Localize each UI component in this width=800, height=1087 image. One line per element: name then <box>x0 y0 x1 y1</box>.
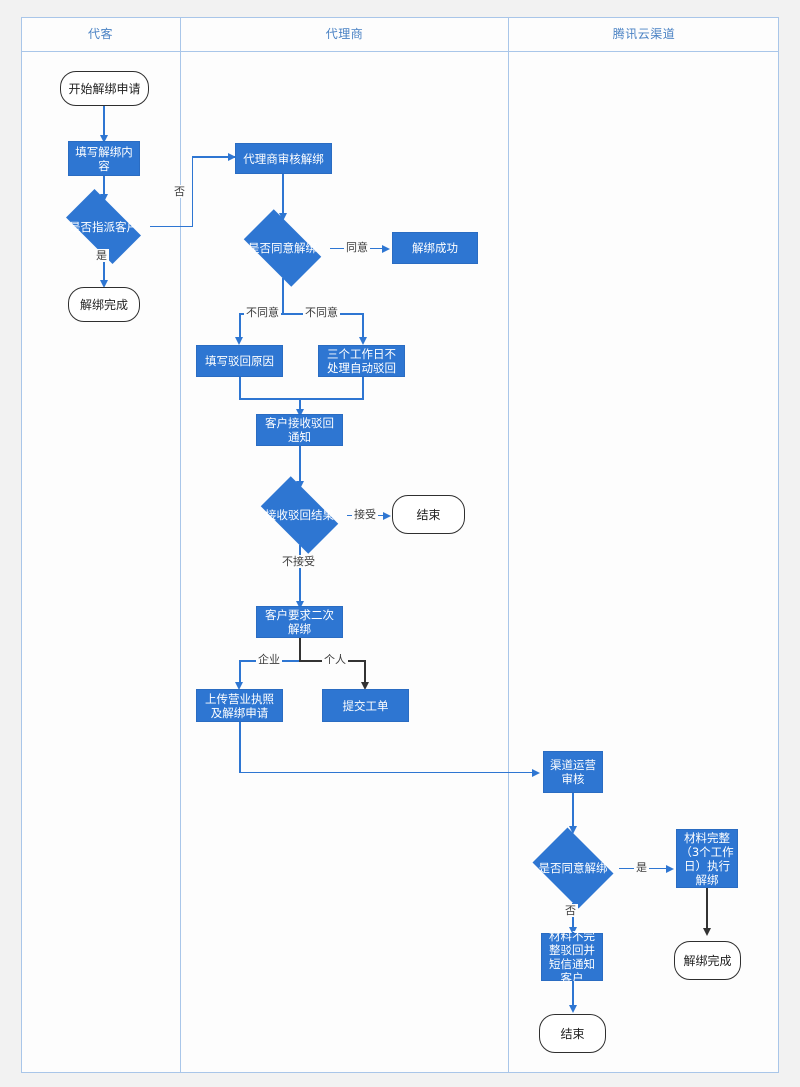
edge-n16-n17 <box>572 793 574 829</box>
node-materials-complete-execute-unbind[interactable]: 材料完整（3个工作日）执行解绑 <box>676 829 738 888</box>
edge-n19-n21 <box>572 981 574 1008</box>
node-start-unbind-request[interactable]: 开始解绑申请 <box>60 71 149 106</box>
edge-label-disagree-right: 不同意 <box>303 306 340 319</box>
edge-n6-n9-v <box>362 313 364 339</box>
arrowhead-n3-n5 <box>228 153 236 161</box>
edge-n13-split-v <box>299 638 301 661</box>
edge-n6-split-h <box>239 313 364 315</box>
node-submit-ticket[interactable]: 提交工单 <box>322 689 409 722</box>
edge-n1-n2 <box>103 106 105 137</box>
swimlane-frame <box>21 17 779 1073</box>
node-decision-agent-agree[interactable]: 是否同意解绑 <box>235 209 330 287</box>
node-channel-operation-review[interactable]: 渠道运营审核 <box>543 751 603 793</box>
edge-n9-merge-v <box>362 377 364 399</box>
edge-n14-n16-v <box>239 722 241 773</box>
arrowhead-n19-n21 <box>568 1005 577 1013</box>
node-end-agent[interactable]: 结束 <box>392 495 465 534</box>
edge-n13-n15-v <box>364 660 366 685</box>
node-unbind-complete-channel[interactable]: 解绑完成 <box>674 941 741 980</box>
edge-n6-n8-v <box>239 313 241 339</box>
lane-separator-1 <box>180 17 181 1073</box>
edge-n11-n13 <box>299 545 301 605</box>
lane-title-customer: 代客 <box>87 27 113 41</box>
node-label: 接收驳回结果 <box>265 508 334 522</box>
node-customer-receive-reject-notice[interactable]: 客户接收驳回通知 <box>256 414 343 446</box>
edge-n13-n14-v <box>239 660 241 685</box>
lane-separator-2 <box>508 17 509 1073</box>
edge-n2-n3 <box>103 176 105 198</box>
edge-n3-n5-v <box>191 156 194 226</box>
lane-title-agent: 代理商 <box>325 27 364 41</box>
edge-n6-split-v <box>282 278 284 314</box>
node-label: 是否同意解绑 <box>538 861 608 875</box>
edge-merge-n10-v <box>299 398 301 412</box>
edge-n14-n16-h <box>239 771 538 774</box>
edge-label-agree: 同意 <box>344 241 370 254</box>
edge-label-channel-no: 否 <box>563 904 578 917</box>
node-decision-channel-agree[interactable]: 是否同意解绑 <box>527 827 619 909</box>
lane-title-tencent: 腾讯云渠道 <box>612 27 676 41</box>
arrowhead-n6-n9 <box>358 337 367 345</box>
edge-n18-n20 <box>706 888 708 931</box>
edge-label-disagree-left: 不同意 <box>244 306 281 319</box>
arrowhead-merge-n10 <box>295 409 304 417</box>
edge-label-personal: 个人 <box>322 653 348 666</box>
edge-n3-n5-h2 <box>191 156 235 158</box>
arrowhead-n17-n19 <box>568 927 577 935</box>
edge-n10-n11 <box>299 446 301 484</box>
node-end-channel[interactable]: 结束 <box>539 1014 606 1053</box>
node-fill-unbind-content[interactable]: 填写解绑内容 <box>68 141 140 176</box>
node-auto-reject-three-days[interactable]: 三个工作日不处理自动驳回 <box>318 345 405 377</box>
edge-merge-h <box>239 398 364 400</box>
node-label: 是否指派客户 <box>69 219 138 234</box>
edge-label-assign-yes: 是 <box>94 249 109 262</box>
node-unbind-success[interactable]: 解绑成功 <box>392 232 478 264</box>
arrowhead-n16-n17 <box>568 826 577 834</box>
node-decision-receive-reject-result[interactable]: 接收驳回结果 <box>252 476 347 554</box>
arrowhead-n14-n16 <box>532 768 540 777</box>
node-decision-assign-customer[interactable]: 是否指派客户 <box>57 189 150 264</box>
node-label: 是否同意解绑 <box>248 241 317 255</box>
node-upload-license-and-application[interactable]: 上传营业执照及解绑申请 <box>196 689 283 722</box>
edge-label-accept: 接受 <box>352 508 378 521</box>
arrowhead-n5-n6 <box>278 213 287 221</box>
arrowhead-n13-n15 <box>360 682 369 690</box>
edge-n3-n4 <box>103 252 105 284</box>
edge-n8-merge-v <box>239 377 241 399</box>
arrowhead-n6-n7 <box>382 244 390 253</box>
node-fill-reject-reason[interactable]: 填写驳回原因 <box>196 345 283 377</box>
node-customer-request-second-unbind[interactable]: 客户要求二次解绑 <box>256 606 343 638</box>
edge-label-channel-yes: 是 <box>634 861 649 874</box>
arrowhead-n17-n18 <box>666 864 674 873</box>
arrowhead-n11-n12 <box>383 511 391 520</box>
lane-header-divider <box>21 51 779 52</box>
edge-n5-n6 <box>282 174 284 216</box>
arrowhead-n3-n4 <box>99 280 108 288</box>
edge-label-enterprise: 企业 <box>256 653 282 666</box>
arrowhead-n6-n8 <box>235 337 244 345</box>
edge-label-not-accept: 不接受 <box>280 555 317 568</box>
edge-n3-n5-h1 <box>150 225 193 228</box>
arrowhead-n1-n2 <box>99 135 108 143</box>
node-agent-review-unbind[interactable]: 代理商审核解绑 <box>235 143 332 174</box>
node-materials-incomplete-reject-sms[interactable]: 材料不完整驳回并短信通知客户 <box>541 929 603 985</box>
arrowhead-n18-n20 <box>702 928 711 936</box>
edge-label-assign-no: 否 <box>172 185 187 198</box>
arrowhead-n11-n13 <box>295 601 304 609</box>
arrowhead-n13-n14 <box>235 682 244 690</box>
node-unbind-complete-customer[interactable]: 解绑完成 <box>68 287 140 322</box>
